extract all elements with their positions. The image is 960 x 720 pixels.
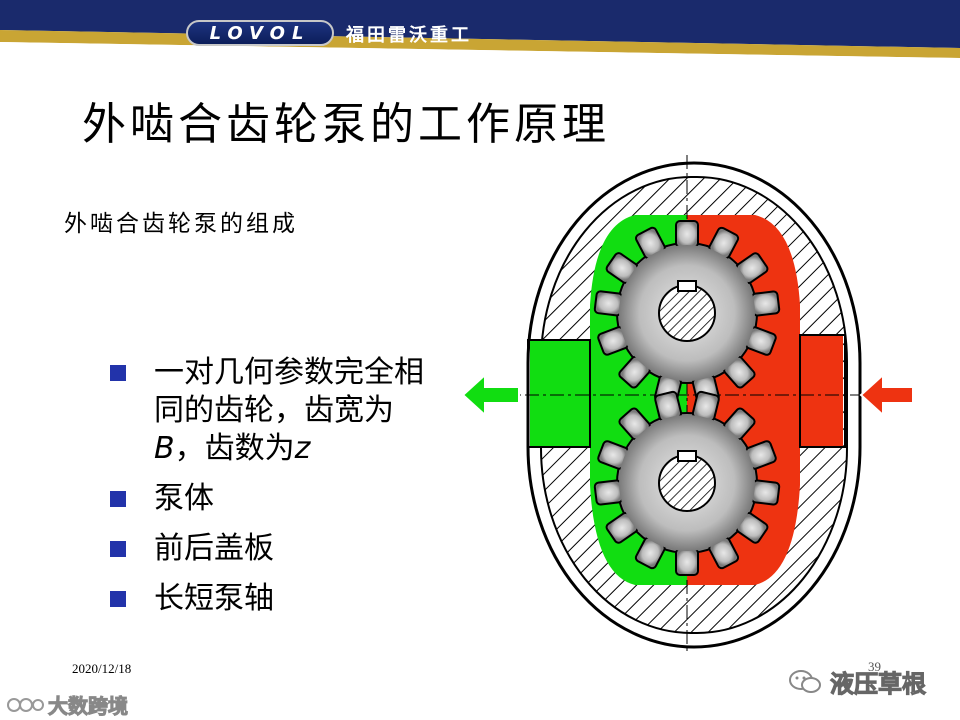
bullet-var-z: z	[294, 431, 311, 466]
bullet-text: 前后盖板	[154, 531, 274, 566]
watermark-right-text: 液压草根	[830, 670, 927, 699]
bullet-square-icon	[110, 541, 126, 557]
company-name: 福田雷沃重工	[346, 25, 472, 46]
footer-date: 2020/12/18	[72, 661, 132, 676]
lower-gear	[593, 390, 781, 576]
bullet-square-icon	[110, 591, 126, 607]
slide-subtitle: 外啮合齿轮泵的组成	[64, 211, 298, 237]
bullet-item: 长短泵轴	[108, 580, 438, 618]
bullet-item: 一对几何参数完全相同的齿轮，齿宽为B，齿数为z	[108, 354, 438, 468]
watermark-left: 大数跨境	[6, 690, 129, 719]
bullet-square-icon	[110, 491, 126, 507]
bullet-text: 泵体	[154, 481, 214, 516]
banner-background	[0, 0, 960, 64]
wechat-icon	[789, 669, 821, 693]
gear-pump-diagram	[461, 155, 914, 655]
outlet-port	[527, 339, 591, 448]
bullet-item: 前后盖板	[108, 530, 438, 568]
logo-text: LOVOL	[209, 22, 311, 44]
bullet-square-icon	[110, 365, 126, 381]
bullet-text: ，齿数为	[174, 431, 295, 466]
bullet-text: 一对几何参数完全相同的齿轮，齿宽为	[154, 355, 424, 428]
bullet-text: 长短泵轴	[154, 581, 274, 616]
slide-title: 外啮合齿轮泵的工作原理	[82, 99, 610, 150]
watermark-left-text: 大数跨境	[48, 694, 129, 719]
lovol-logo: LOVOL	[186, 20, 334, 46]
watermark-logo-icon	[7, 697, 44, 712]
watermark-right: 液压草根	[788, 664, 927, 699]
bullet-item: 泵体	[108, 480, 438, 518]
bullet-var-b: B	[154, 431, 175, 466]
page-number: 39	[868, 659, 881, 674]
inlet-arrow-icon	[859, 372, 914, 418]
outlet-arrow-icon	[461, 372, 520, 418]
bullet-list: 一对几何参数完全相同的齿轮，齿宽为B，齿数为z 泵体 前后盖板 长短泵轴	[108, 354, 438, 630]
header-banner: LOVOL 福田雷沃重工	[0, 0, 960, 64]
inlet-port	[799, 334, 846, 448]
upper-gear	[593, 220, 781, 406]
